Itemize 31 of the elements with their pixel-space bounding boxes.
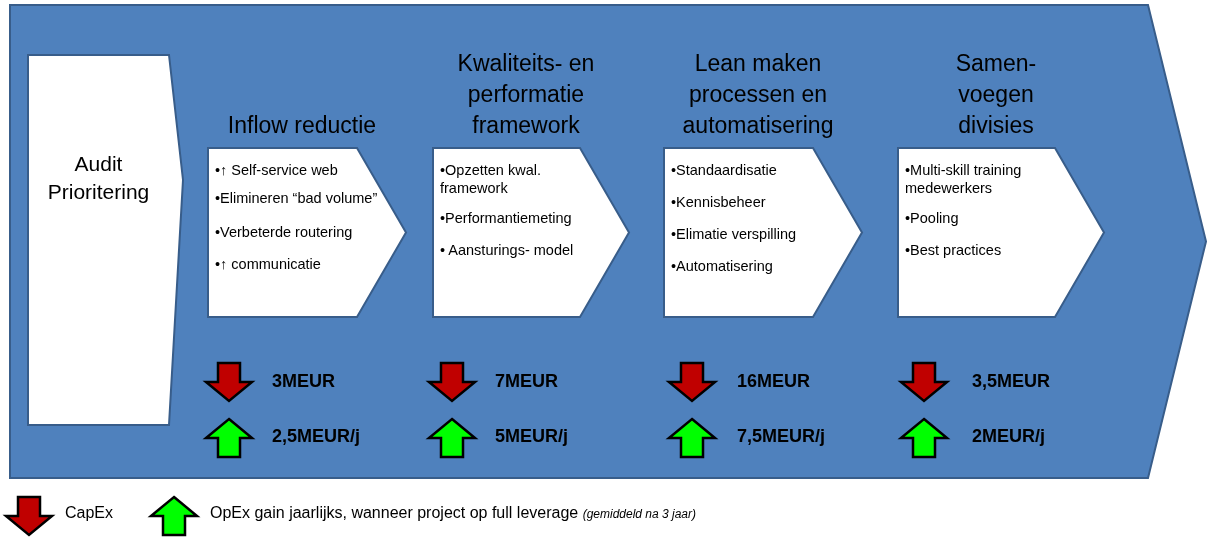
amount-label: 2MEUR/j [972, 426, 1045, 447]
bullet-text: •Automatisering [671, 257, 774, 275]
legend-text: CapEx [65, 504, 114, 522]
bullet-text: •Opzetten kwal. framework [440, 161, 542, 197]
bullet-text: • Aansturings- model [440, 241, 575, 259]
bullet-text: •Pooling [905, 209, 960, 227]
bullet-text: •Kennisbeheer [671, 193, 767, 211]
bullet-text: •Performantiemeting [440, 209, 573, 227]
amount-label: 2,5MEUR/j [272, 426, 361, 447]
amount-label: 16MEUR [737, 371, 811, 392]
bullet-text: •↑ Self-service web [215, 161, 339, 179]
step-heading: Kwaliteits- en performatie framework [456, 49, 596, 140]
step-heading: Inflow reductie [227, 111, 377, 140]
step-heading: Samen- voegen divisies [954, 49, 1038, 140]
amount-label: 3MEUR [272, 371, 335, 392]
process-chevron [10, 5, 1206, 478]
bullet-text: •Multi-skill training medewerkers [905, 161, 1023, 197]
bullet-text: •Verbeterde routering [215, 223, 354, 241]
bullet-text: •Best practices [905, 241, 1003, 259]
amount-label: 7MEUR [495, 371, 558, 392]
bullet-text: •Elimineren “bad volume” [215, 189, 379, 207]
amount-label: 5MEUR/j [495, 426, 568, 447]
bullet-text: •Elimatie verspilling [671, 225, 798, 243]
legend-text: OpEx gain jaarlijks, wanneer project op full leverage (gemiddeld na 3 jaar) [210, 504, 697, 522]
amount-label: 7,5MEUR/j [737, 426, 826, 447]
step-pentagon [28, 55, 183, 425]
step-heading: Lean maken processen en automatisering [681, 49, 835, 140]
bullet-text: •↑ communicatie [215, 255, 322, 273]
bullet-text: •Standaardisatie [671, 161, 778, 179]
amount-label: 3,5MEUR [972, 371, 1051, 392]
step-label: Audit Prioritering [46, 151, 151, 205]
